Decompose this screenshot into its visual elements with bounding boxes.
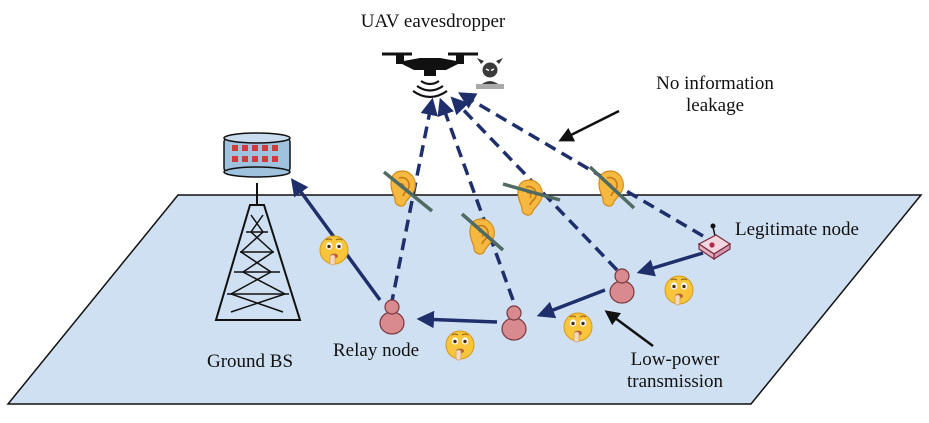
shushing-face-icon <box>664 275 694 306</box>
shushing-face-icon <box>563 312 593 343</box>
shushing-face-icon <box>319 235 349 266</box>
ear-icon <box>502 179 561 216</box>
low-power-line2: transmission <box>626 371 724 392</box>
base-station-antenna <box>223 132 291 178</box>
uav-label: UAV eavesdropper <box>360 11 506 32</box>
legitimate-node-label: Legitimate node <box>735 219 859 240</box>
router-icon <box>697 223 732 261</box>
no-leakage-line1: No information <box>656 73 774 94</box>
ear-icon <box>382 170 434 213</box>
ground-bs-label: Ground BS <box>207 351 294 372</box>
no-leakage-label: No information leakage <box>620 73 810 117</box>
ear-icon <box>588 165 636 210</box>
no-leakage-line2: leakage <box>685 95 744 116</box>
low-power-line1: Low-power <box>630 349 720 370</box>
cell-tower-icon <box>214 183 302 321</box>
low-power-label: Low-power transmission <box>595 349 755 393</box>
relay-node-label: Relay node <box>333 340 420 361</box>
no-leakage-arrow <box>558 109 620 142</box>
low-power-arrow <box>604 310 654 348</box>
ear-icon <box>460 212 505 255</box>
drone-icon <box>382 52 478 99</box>
shushing-face-icon <box>445 330 475 361</box>
devil-hacker-icon <box>476 58 504 89</box>
ground-plane <box>6 194 923 405</box>
